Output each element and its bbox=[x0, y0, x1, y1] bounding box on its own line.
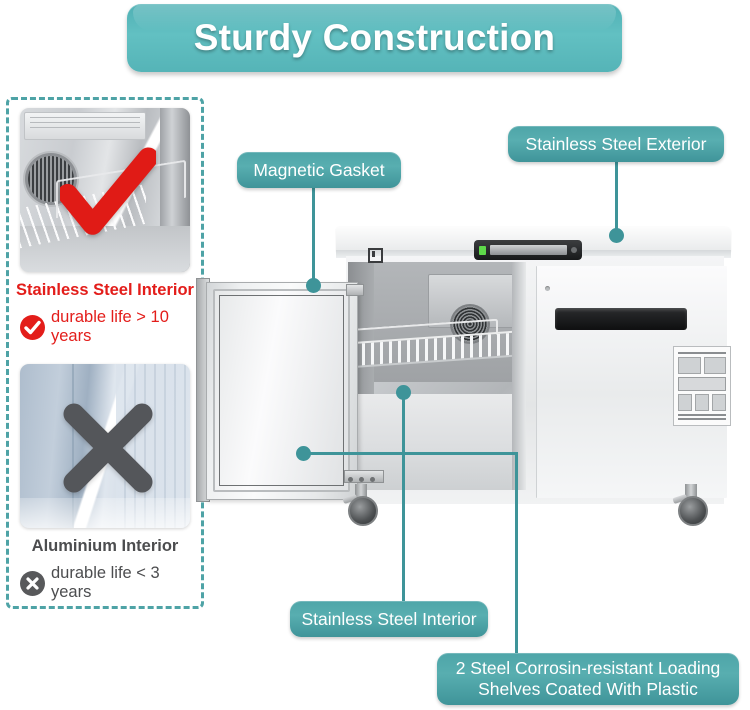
comparison-item-aluminium: Aluminium Interior durable life < 3 year… bbox=[9, 364, 201, 602]
leader-line-gasket bbox=[312, 188, 315, 288]
closed-door-right bbox=[536, 266, 731, 498]
photo-floor-band bbox=[20, 498, 190, 528]
callout-label-shelves: 2 Steel Corrosin-resistant Loading Shelv… bbox=[455, 658, 721, 699]
callout-stainless-steel-exterior[interactable]: Stainless Steel Exterior bbox=[508, 126, 724, 162]
leader-line-interior-vertical bbox=[402, 452, 405, 602]
callout-loading-shelves[interactable]: 2 Steel Corrosin-resistant Loading Shelv… bbox=[437, 653, 739, 705]
comparison-title-stainless: Stainless Steel Interior bbox=[16, 281, 194, 299]
stainless-interior-photo bbox=[20, 108, 190, 272]
callout-label-gasket: Magnetic Gasket bbox=[253, 159, 385, 180]
cabinet-interior-cavity bbox=[348, 262, 526, 490]
comparison-life-aluminium: durable life < 3 years bbox=[9, 564, 201, 602]
temperature-display bbox=[490, 245, 567, 255]
comparison-title-aluminium: Aluminium Interior bbox=[31, 537, 179, 555]
swivel-caster-wheel-right bbox=[672, 484, 708, 526]
recessed-door-handle bbox=[555, 308, 687, 330]
door-lock-hole bbox=[545, 286, 550, 291]
comparison-life-stainless: durable life > 10 years bbox=[9, 308, 201, 346]
page-title-banner: Sturdy Construction bbox=[127, 4, 622, 72]
magnetic-gasket bbox=[213, 289, 350, 492]
door-hinge-top bbox=[346, 284, 364, 296]
leader-line-shelves-upper bbox=[402, 392, 405, 454]
page-title: Sturdy Construction bbox=[193, 17, 556, 58]
product-photo-refrigerator bbox=[196, 226, 750, 526]
leader-line-shelves-bridge bbox=[403, 452, 517, 455]
callout-label-exterior: Stainless Steel Exterior bbox=[525, 133, 707, 154]
photo-top-bracket bbox=[24, 112, 146, 140]
leader-line-shelves bbox=[515, 452, 518, 654]
control-knob-icon[interactable] bbox=[571, 247, 577, 253]
comparison-life-text-aluminium: durable life < 3 years bbox=[51, 564, 160, 601]
leader-dot-exterior bbox=[609, 228, 624, 243]
door-hinge-bottom bbox=[344, 470, 384, 483]
x-circle-icon bbox=[20, 570, 45, 596]
leader-dot-gasket bbox=[306, 278, 321, 293]
swivel-caster-wheel-left bbox=[342, 484, 378, 526]
gray-x-overlay-icon bbox=[63, 403, 153, 493]
magnetic-gasket-inner-seal bbox=[219, 295, 344, 486]
specification-rating-label bbox=[673, 346, 731, 426]
comparison-item-stainless: Stainless Steel Interior durable life > … bbox=[9, 108, 201, 346]
red-check-overlay-icon bbox=[60, 147, 156, 235]
comparison-panel: Stainless Steel Interior durable life > … bbox=[6, 97, 204, 609]
callout-label-interior: Stainless Steel Interior bbox=[301, 608, 477, 629]
leader-line-exterior bbox=[615, 162, 618, 236]
power-led-icon bbox=[479, 245, 486, 255]
check-circle-icon bbox=[20, 314, 45, 340]
leader-line-interior-horizontal bbox=[303, 452, 404, 455]
callout-stainless-steel-interior[interactable]: Stainless Steel Interior bbox=[290, 601, 488, 637]
open-door-left bbox=[206, 282, 358, 500]
callout-magnetic-gasket[interactable]: Magnetic Gasket bbox=[237, 152, 401, 188]
comparison-life-text-stainless: durable life > 10 years bbox=[51, 308, 169, 345]
aluminium-interior-photo bbox=[20, 364, 190, 528]
brand-logo-mark bbox=[368, 248, 383, 263]
photo-panel-seam bbox=[72, 364, 74, 528]
digital-temperature-controller[interactable] bbox=[474, 240, 582, 260]
cavity-center-divider bbox=[512, 262, 526, 490]
